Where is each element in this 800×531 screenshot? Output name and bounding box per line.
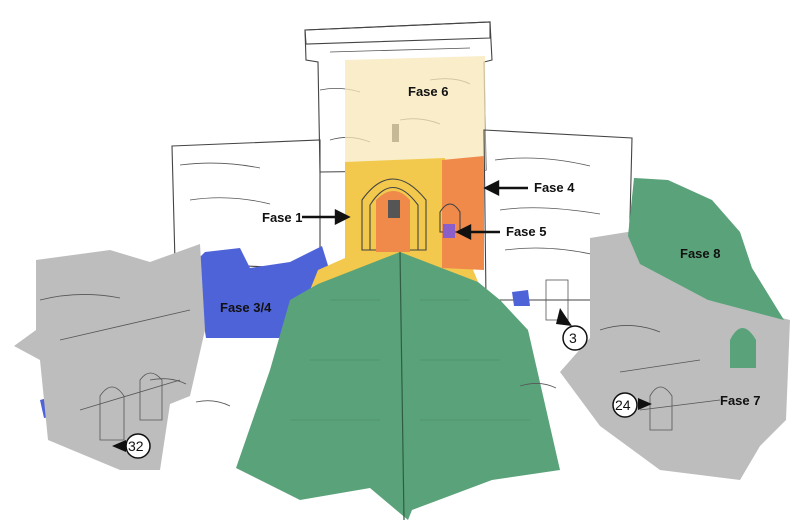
fase8-zone xyxy=(628,178,784,320)
ground-sketch xyxy=(149,378,557,407)
viewpoint-24-label: 24 xyxy=(615,397,631,413)
fase4-window-zone xyxy=(376,191,410,252)
keep-tower xyxy=(304,21,493,173)
label-fase4: Fase 4 xyxy=(534,180,575,195)
fase8-roof-zone xyxy=(236,252,560,520)
fase6-zone xyxy=(345,56,486,172)
label-fase5: Fase 5 xyxy=(506,224,546,239)
viewpoint-32-label: 32 xyxy=(128,438,144,454)
label-fase8: Fase 8 xyxy=(680,246,720,261)
label-fase6: Fase 6 xyxy=(408,84,448,99)
label-fase1: Fase 1 xyxy=(262,210,302,225)
gate-window xyxy=(388,200,400,218)
fase7-left-building xyxy=(14,244,205,470)
viewpoint-marker-icon: 3 xyxy=(556,308,588,351)
label-fase7: Fase 7 xyxy=(720,393,760,408)
arrow-icon xyxy=(302,180,528,240)
fase5-zone xyxy=(443,224,455,238)
viewpoint-marker-icon: 24 xyxy=(612,392,652,418)
fase7-right-building xyxy=(560,230,790,480)
viewpoint-3-label: 3 xyxy=(569,330,577,346)
label-fase3-4: Fase 3/4 xyxy=(220,300,272,315)
fase8-window xyxy=(730,328,756,368)
fase4-zone xyxy=(442,156,484,270)
viewpoint-marker-icon: 32 xyxy=(112,433,151,459)
